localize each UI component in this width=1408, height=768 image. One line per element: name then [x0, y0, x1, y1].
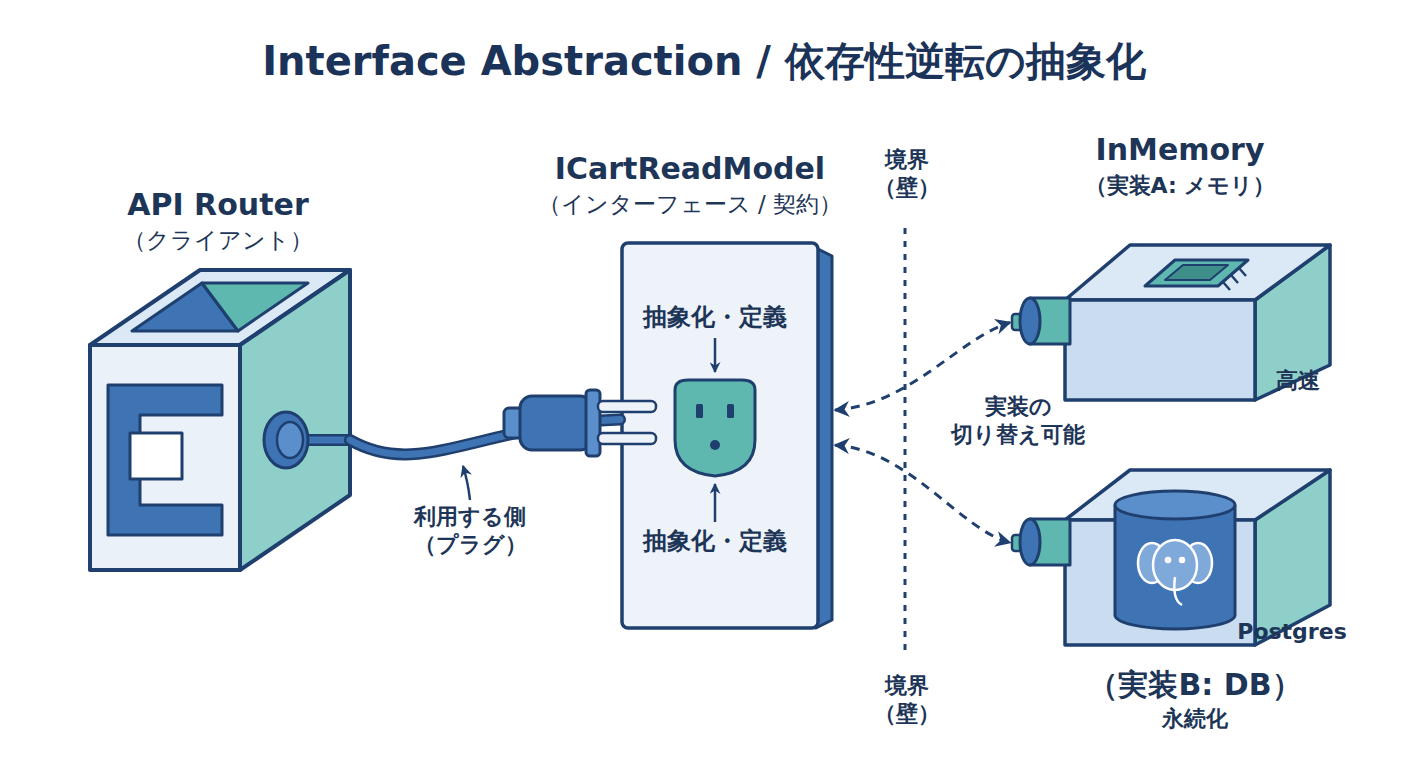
node-shape [620, 240, 835, 630]
plug-cable [350, 419, 620, 454]
interface-node: ICartReadModel（インターフェース / 契約） 抽象化・定義抽象化・定… [540, 150, 860, 635]
database-node: Postgres（実装B: DB）永続化 [1000, 460, 1340, 745]
node-subheading: 永続化 [1162, 705, 1228, 733]
trait-label: 高速 [1276, 367, 1320, 395]
boundary-label: 境界 （壁） [874, 672, 940, 727]
node-subheading: （実装A: メモリ） [1085, 172, 1276, 200]
dashed-connector [835, 445, 1010, 543]
cable-outline [350, 419, 620, 454]
diagram-title: Interface Abstraction / 依存性逆転の抽象化 [262, 36, 1146, 86]
node-heading: （実装B: DB） [1088, 666, 1301, 704]
dashed-line [835, 445, 1010, 543]
boundary-wall [904, 228, 907, 655]
leader-arrow [463, 466, 470, 500]
node-subheading: （クライアント） [123, 226, 313, 255]
trait-label: Postgres [1237, 618, 1346, 646]
node-heading: API Router [127, 186, 308, 224]
node-shape [90, 265, 350, 570]
dashed-line [835, 323, 1010, 411]
client-node: API Router（クライアント） [80, 180, 360, 575]
plate-caption: 抽象化・定義 [643, 302, 787, 332]
boundary-label: 境界 （壁） [874, 146, 940, 201]
node-subheading: （インターフェース / 契約） [538, 190, 842, 219]
edge-label: 利用する側 （プラグ） [414, 503, 527, 558]
node-heading: ICartReadModel [555, 150, 825, 188]
interface-plate [620, 240, 835, 630]
client-cube [90, 265, 350, 570]
plate-caption: 抽象化・定義 [643, 526, 787, 556]
memory-node: InMemory （実装A: メモリ） 高速 [1000, 125, 1340, 410]
node-heading: InMemory [1096, 131, 1265, 169]
cable-core [350, 419, 620, 454]
dashed-connector [835, 323, 1010, 411]
